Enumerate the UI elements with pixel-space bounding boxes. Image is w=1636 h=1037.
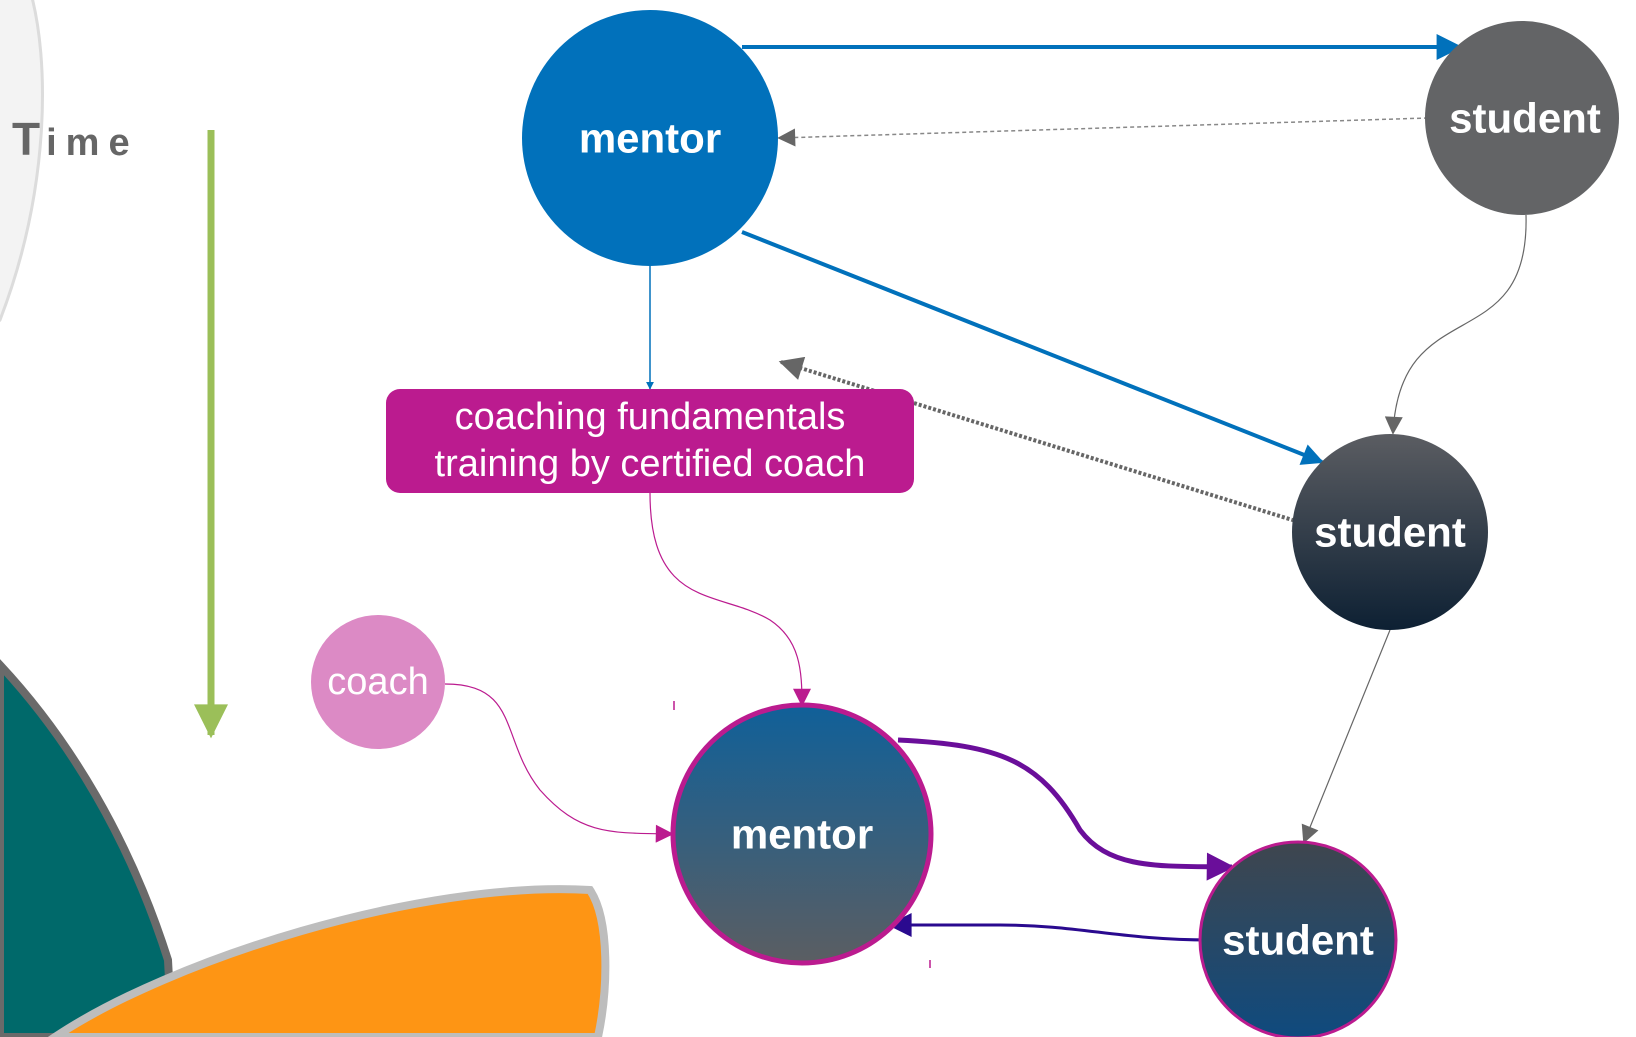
node-mentor-bottom: mentor xyxy=(670,702,934,966)
node-mentor-bottom-label: mentor xyxy=(731,811,873,858)
decorative-teal-petal xyxy=(0,659,177,1037)
node-student-top-right-circle xyxy=(1425,21,1619,215)
edge-mentor-to-student-middle xyxy=(741,230,1325,465)
edge-coach-to-mentor-bottom xyxy=(444,683,674,843)
node-student-bottom-label: student xyxy=(1222,917,1374,964)
edge-student-middle-to-training-dotted xyxy=(778,356,1300,524)
edge-student-top-to-mentor-dotted xyxy=(777,117,1429,147)
node-student-top-right-label: student xyxy=(1449,95,1601,142)
node-mentor-top: mentor xyxy=(522,10,778,266)
node-student-bottom-circle xyxy=(1198,840,1398,1037)
training-box-line1: coaching fundamentals xyxy=(454,396,846,438)
time-label-first-letter: T xyxy=(12,113,47,165)
edge-training-to-mentor-bottom xyxy=(649,492,811,707)
time-label-rest: ime xyxy=(46,122,139,164)
node-student-middle-circle xyxy=(1292,434,1488,630)
node-student-bottom: student xyxy=(1198,840,1398,1037)
decorative-gray-disc xyxy=(0,0,44,323)
training-box: coaching fundamentals training by certif… xyxy=(386,389,914,493)
edge-student-middle-to-student-bottom xyxy=(1301,629,1391,844)
node-coach-circle xyxy=(311,615,445,749)
node-coach-label: coach xyxy=(327,661,428,703)
node-student-middle: student xyxy=(1292,434,1488,630)
edge-student-bottom-to-mentor-bottom xyxy=(887,913,1211,942)
node-mentor-top-label: mentor xyxy=(579,115,721,162)
node-mentor-bottom-circle xyxy=(670,702,934,966)
training-box-line2: training by certified coach xyxy=(434,443,866,485)
edge-mentor-bottom-to-student-bottom xyxy=(897,737,1235,881)
decorative-orange-petal xyxy=(47,885,610,1037)
edge-student-top-to-student-middle xyxy=(1384,214,1527,435)
node-coach: coach xyxy=(311,615,445,749)
node-student-middle-label: student xyxy=(1314,509,1466,556)
node-student-top-right: student xyxy=(1425,21,1619,215)
node-mentor-top-circle xyxy=(522,10,778,266)
time-label: Time xyxy=(12,112,139,166)
